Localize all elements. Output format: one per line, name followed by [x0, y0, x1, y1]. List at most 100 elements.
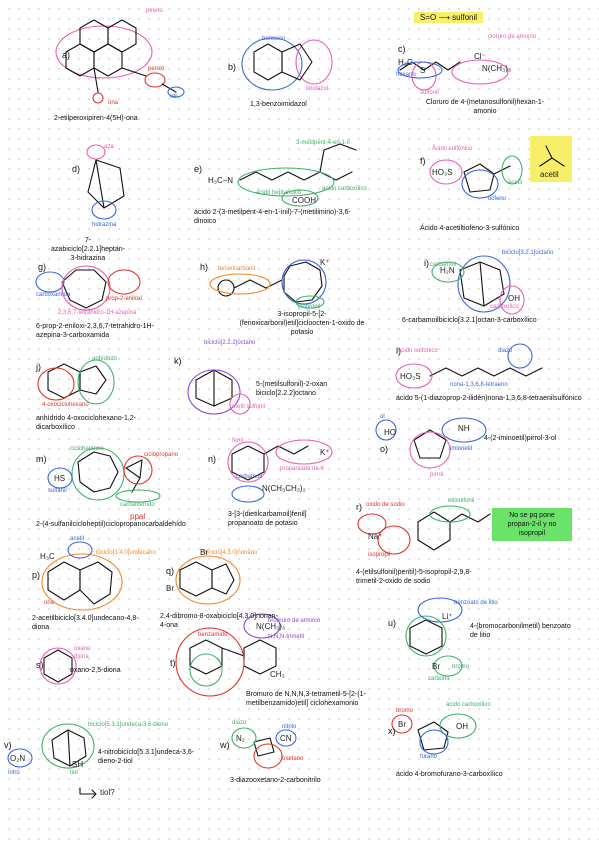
tag-bromuro: bromuro de amonio — [268, 618, 321, 624]
formula-n2-w: N₂ — [236, 734, 245, 743]
molecule-h — [209, 259, 327, 309]
molecule-a — [55, 19, 185, 104]
tag-bromo-x: bromo — [396, 708, 414, 714]
note-box: No se pq pone propan-2-il y no isopropil — [492, 508, 572, 541]
name-l: ácido 5-(1-diazoprop-2-ilidén)nona-1,3,6… — [396, 395, 582, 402]
tag-diona: diona — [74, 654, 89, 660]
name-x: ácido 4-bromofurano-3-carboxílico — [396, 771, 503, 778]
tag-oxetano: oxetano — [282, 756, 304, 762]
tag-sulfonil: sulfonil — [420, 90, 439, 96]
molecule-l — [395, 343, 543, 389]
name-i: 6-carbamoilbiciclo[3.2.1]octan-3-carboxí… — [402, 317, 537, 324]
formula-cn: CN — [280, 734, 292, 743]
letter-b: b) — [228, 62, 237, 72]
formula-br-u: Br — [432, 662, 440, 671]
letter-w: w) — [220, 740, 230, 750]
molecule-j — [37, 359, 115, 405]
formula-ho-o: HO — [384, 428, 396, 437]
formula-o2n: O₂N — [10, 754, 26, 763]
tag-carboxilico-x: ácido carboxílico — [446, 702, 491, 708]
tag-aza: aza — [104, 144, 114, 150]
name-j: anhídrido 4-oxociclohexano-1,2-dicarboxí… — [36, 415, 137, 431]
tag-etilsulfonil: etilsulfonil — [448, 498, 475, 504]
molecule-m — [47, 447, 161, 503]
tag-ppal: ppal — [130, 512, 146, 521]
tag-oxido-sodio: oxido de sodio — [366, 502, 405, 508]
molecule-d — [86, 144, 125, 220]
formula-li: Li⁺ — [442, 612, 453, 621]
letter-l: l) — [396, 346, 401, 356]
tag-benzamido: benzamido — [198, 632, 228, 638]
tag-ol: ol — [380, 414, 385, 420]
formula-ch3-t: CH₃ — [270, 670, 285, 679]
name-u: 4-(bromocarbonilmetil) benzoato de litio — [470, 623, 571, 639]
molecule-b — [241, 37, 333, 91]
name-w: 3-diazooxetano-2-carbonitrilo — [230, 777, 321, 784]
letter-s: s) — [36, 660, 44, 670]
molecule-r — [357, 505, 491, 555]
name-v: 4-nitrobiciclo[5.3.1]undeca-3,6-dieno-2-… — [98, 749, 195, 765]
tag-fenil: fenil — [232, 438, 244, 444]
letter-d: d) — [72, 164, 81, 174]
tag-cloruro: cloruro de amonio — [488, 34, 537, 40]
letter-g: g) — [38, 262, 47, 272]
tag-imidazol: imidazol — [306, 86, 329, 92]
tag-pireno: pireno — [146, 8, 163, 14]
tag-bromo-u: bromo — [452, 664, 470, 670]
tag-ona-p: ona — [44, 600, 55, 606]
molecule-q — [175, 555, 241, 605]
tag-biciclo-q: biciclo[4.3.0]nonano — [204, 550, 258, 556]
tag-biciclo-v: biciclo[5.3.1]undeca-3,6-dieno — [88, 722, 169, 728]
letter-f: f) — [420, 156, 426, 166]
molecule-x — [391, 713, 477, 755]
tag-acetil-f: acetil — [508, 180, 523, 186]
tag-nitro: nitro — [8, 770, 20, 776]
tag-hidrazina: hidrazina — [92, 222, 117, 228]
molecule-p — [41, 541, 123, 611]
name-s: oxano-2,5-diona — [70, 667, 121, 674]
tag-ciclopropano: ciclopropano — [144, 452, 179, 458]
tag-carboxilico-i: carboxílico — [490, 304, 519, 310]
formula-nch3ch2: N(CH₃CH₂)₂ — [262, 484, 306, 493]
formula-s-c: S — [420, 66, 426, 75]
molecule-t — [175, 613, 281, 697]
tag-tiofeno: tiofeno — [488, 196, 507, 202]
formula-na: Na⁺ — [368, 532, 383, 541]
molecule-i — [431, 255, 525, 315]
formula-br-x: Br — [398, 720, 406, 729]
name-o: 4-(2-iminoetil)pirrol-3-ol — [484, 435, 557, 442]
tag-furano: furano — [420, 754, 438, 760]
letter-i: i) — [424, 258, 429, 268]
name-b: 1,3-benzoimidazol — [250, 101, 307, 108]
name-q: 2,4-dibromo-8-oxabiciclo[4.3.0]nonan-4-o… — [160, 613, 278, 629]
molecule-f — [429, 145, 565, 199]
name-r: 4-(etilsulfonil)pentil)-5-isopropil-2,9,… — [356, 569, 472, 585]
name-e: ácido 2-(3-metilpent-4-en-1-inil)-7-(met… — [194, 209, 351, 225]
tag-biciclo-p: biciclo[3.4.0]undecano — [96, 550, 156, 556]
sulfonil-header: S=O ⟶ sulfonil — [414, 12, 484, 23]
tag-sulfonil-k: metil sulfonil — [232, 404, 266, 410]
letter-r: r) — [356, 502, 362, 512]
formula-cooh-e: COOH — [292, 196, 316, 205]
name-n: 3-[3-(dietilcarbamoil)fenil] propanoato … — [228, 511, 307, 527]
tag-hexano: hexano — [396, 72, 416, 78]
letter-k: k) — [174, 356, 182, 366]
tag-biciclo-i: biciclo[3.2.1]octano — [502, 250, 554, 256]
molecule-k — [187, 369, 251, 415]
tag-sulfonico-f: Ácido sulfónico — [432, 146, 473, 152]
tag-peroxi: peroxi — [148, 66, 165, 72]
name-c: Cloruro de 4-(metanosulfonil)hexan-1-amo… — [425, 99, 545, 115]
letter-q: q) — [166, 566, 175, 576]
formula-h3c-p: H₃C — [40, 552, 55, 561]
letter-x: x) — [388, 726, 396, 736]
tag-heptanoico: ácido heptanoico — [256, 190, 302, 196]
formula-h3c-c: H₃C — [398, 58, 413, 67]
name-t: Bromuro de N,N,N,3-tetrametil-5-[2-(1-me… — [246, 691, 366, 707]
tag-cicloheptano: cicloheptano — [70, 446, 104, 452]
tag-carbamoil-n: carbamoil — [236, 474, 263, 480]
name-k: 5-(metilsulfonil)-2-oxan biciclo[2.2.2]o… — [256, 381, 328, 397]
tag-sulfonico-l: ácido sulfónico — [398, 348, 438, 354]
letter-c: c) — [398, 44, 406, 54]
